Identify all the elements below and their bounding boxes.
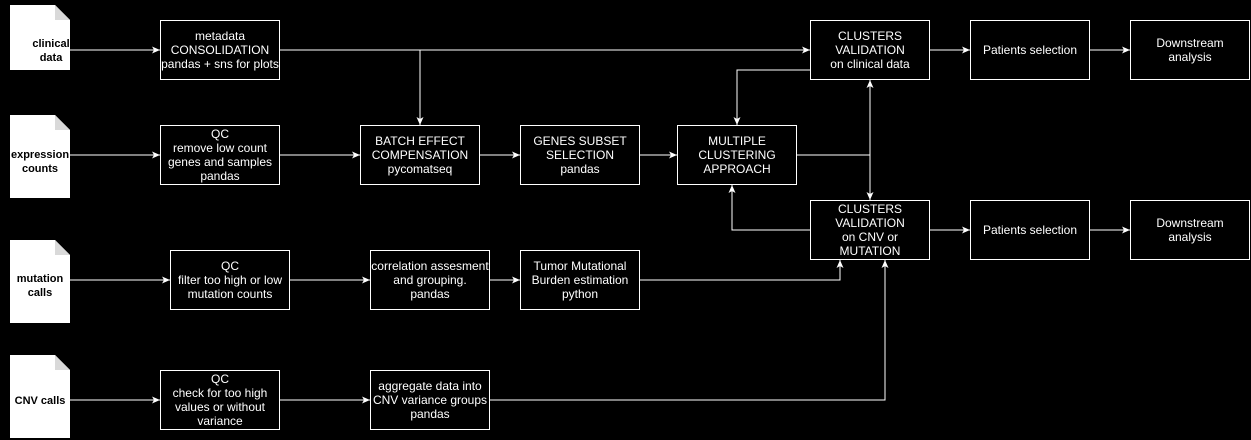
arrow-clusters-validation-cnv-to-multiple-clustering xyxy=(728,185,810,231)
qc-expression-line-4: pandas xyxy=(200,169,240,183)
correlation-line-3: pandas xyxy=(410,287,450,301)
document-icon xyxy=(10,115,70,198)
qc-cnv-line-1: QC xyxy=(211,372,229,386)
downstream-analysis-clinical-line-2: analysis xyxy=(1168,50,1212,64)
qc-cnv-box: QC check for too high values or without … xyxy=(160,370,280,430)
arrow-tmb-to-clusters-validation-cnv xyxy=(640,260,844,281)
multiple-clustering-box: MULTIPLE CLUSTERING APPROACH xyxy=(677,125,797,185)
genes-subset-line-3: pandas xyxy=(560,162,600,176)
mutation-calls-document-line-2: calls xyxy=(27,287,53,299)
document-icon xyxy=(10,240,70,323)
downstream-analysis-cnv-line-2: analysis xyxy=(1168,230,1212,244)
metadata-consolidation-line-2: CONSOLIDATION xyxy=(170,43,270,57)
qc-mutation-line-1: QC xyxy=(221,259,239,273)
patients-selection-cnv-box: Patients selection xyxy=(970,200,1090,260)
clinical-data-document-line-2: data xyxy=(39,52,63,64)
batch-effect-line-1: BATCH EFFECT xyxy=(375,134,465,148)
correlation-line-1: correlation assesment xyxy=(371,259,489,273)
aggregate-line-1: aggregate data into xyxy=(378,379,482,393)
qc-cnv-line-3: values or without xyxy=(174,400,266,414)
arrow-aggregate-to-clusters-validation-cnv xyxy=(490,260,889,401)
metadata-consolidation-line-3: pandas + sns for plots xyxy=(161,57,279,71)
multiple-clustering-line-2: CLUSTERING xyxy=(698,148,776,162)
cnv-calls-document-label: CNV calls xyxy=(10,394,70,408)
qc-cnv-line-2: check for too high xyxy=(172,386,268,400)
clusters-validation-clinical-line-3: on clinical data xyxy=(830,57,910,71)
arrow-multiple-clustering-to-clusters-validation-clinical xyxy=(797,80,874,156)
clusters-validation-cnv-box: CLUSTERS VALIDATION on CNV or MUTATION xyxy=(810,200,930,260)
batch-effect-line-2: COMPENSATION xyxy=(371,148,469,162)
mutation-calls-document-label: mutation calls xyxy=(10,272,70,300)
patients-selection-clinical-box: Patients selection xyxy=(970,20,1090,80)
batch-effect-box: BATCH EFFECT COMPENSATION pycomatseq xyxy=(360,125,480,185)
batch-effect-line-3: pycomatseq xyxy=(387,162,453,176)
clinical-data-document-label: clinical data xyxy=(32,37,70,65)
metadata-consolidation-line-1: metadata xyxy=(194,29,246,43)
tmb-line-1: Tumor Mutational xyxy=(533,259,627,273)
clusters-validation-cnv-line-2: VALIDATION xyxy=(835,216,905,230)
metadata-consolidation-box: metadata CONSOLIDATION pandas + sns for … xyxy=(160,20,280,80)
clinical-data-document: clinical data xyxy=(10,5,70,70)
aggregate-line-2: CNV variance groups xyxy=(372,393,488,407)
genes-subset-line-1: GENES SUBSET xyxy=(533,134,627,148)
clusters-validation-cnv-line-1: CLUSTERS xyxy=(837,202,902,216)
multiple-clustering-line-1: MULTIPLE xyxy=(708,134,766,148)
expression-counts-document: expression counts xyxy=(10,115,70,198)
expression-counts-document-label: expression counts xyxy=(10,148,70,176)
qc-cnv-line-4: variance xyxy=(197,414,243,428)
tmb-line-2: Burden estimation xyxy=(531,273,629,287)
multiple-clustering-line-3: APPROACH xyxy=(703,162,771,176)
clusters-validation-clinical-box: CLUSTERS VALIDATION on clinical data xyxy=(810,20,930,80)
downstream-analysis-cnv-box: Downstream analysis xyxy=(1130,200,1250,260)
cnv-calls-document: CNV calls xyxy=(10,355,70,438)
qc-expression-line-2: remove low count xyxy=(172,141,268,155)
document-icon xyxy=(10,355,70,438)
mutation-calls-document-line-1: mutation xyxy=(16,273,64,285)
arrow-clusters-validation-clinical-to-multiple-clustering xyxy=(733,69,810,125)
clusters-validation-cnv-line-4: MUTATION xyxy=(839,244,901,258)
downstream-analysis-clinical-line-1: Downstream xyxy=(1156,36,1224,50)
clinical-data-document-line-1: clinical xyxy=(32,38,70,50)
aggregate-line-3: pandas xyxy=(410,407,450,421)
clusters-validation-cnv-line-3: on CNV or xyxy=(841,230,899,244)
tmb-box: Tumor Mutational Burden estimation pytho… xyxy=(520,250,640,310)
qc-mutation-line-2: filter too high or low xyxy=(177,273,283,287)
patients-selection-clinical-line-1: Patients selection xyxy=(982,43,1078,57)
document-icon xyxy=(10,5,70,70)
qc-mutation-box: QC filter too high or low mutation count… xyxy=(170,250,290,310)
qc-expression-line-1: QC xyxy=(211,127,229,141)
expression-counts-document-line-1: expression xyxy=(10,149,70,161)
clusters-validation-clinical-line-1: CLUSTERS xyxy=(837,29,902,43)
downstream-analysis-clinical-box: Downstream analysis xyxy=(1130,20,1250,80)
patients-selection-cnv-line-1: Patients selection xyxy=(982,223,1078,237)
aggregate-box: aggregate data into CNV variance groups … xyxy=(370,370,490,430)
clusters-validation-clinical-line-2: VALIDATION xyxy=(835,43,905,57)
cnv-calls-document-line-1: CNV calls xyxy=(14,395,66,407)
genes-subset-line-2: SELECTION xyxy=(545,148,614,162)
downstream-analysis-cnv-line-1: Downstream xyxy=(1156,216,1224,230)
tmb-line-3: python xyxy=(561,287,599,301)
qc-mutation-line-3: mutation counts xyxy=(187,287,273,301)
genes-subset-box: GENES SUBSET SELECTION pandas xyxy=(520,125,640,185)
qc-expression-box: QC remove low count genes and samples pa… xyxy=(160,125,280,185)
correlation-line-2: and grouping. xyxy=(393,273,467,287)
correlation-box: correlation assesment and grouping. pand… xyxy=(370,250,490,310)
mutation-calls-document: mutation calls xyxy=(10,240,70,323)
expression-counts-document-line-2: counts xyxy=(21,163,59,175)
qc-expression-line-3: genes and samples xyxy=(167,155,273,169)
